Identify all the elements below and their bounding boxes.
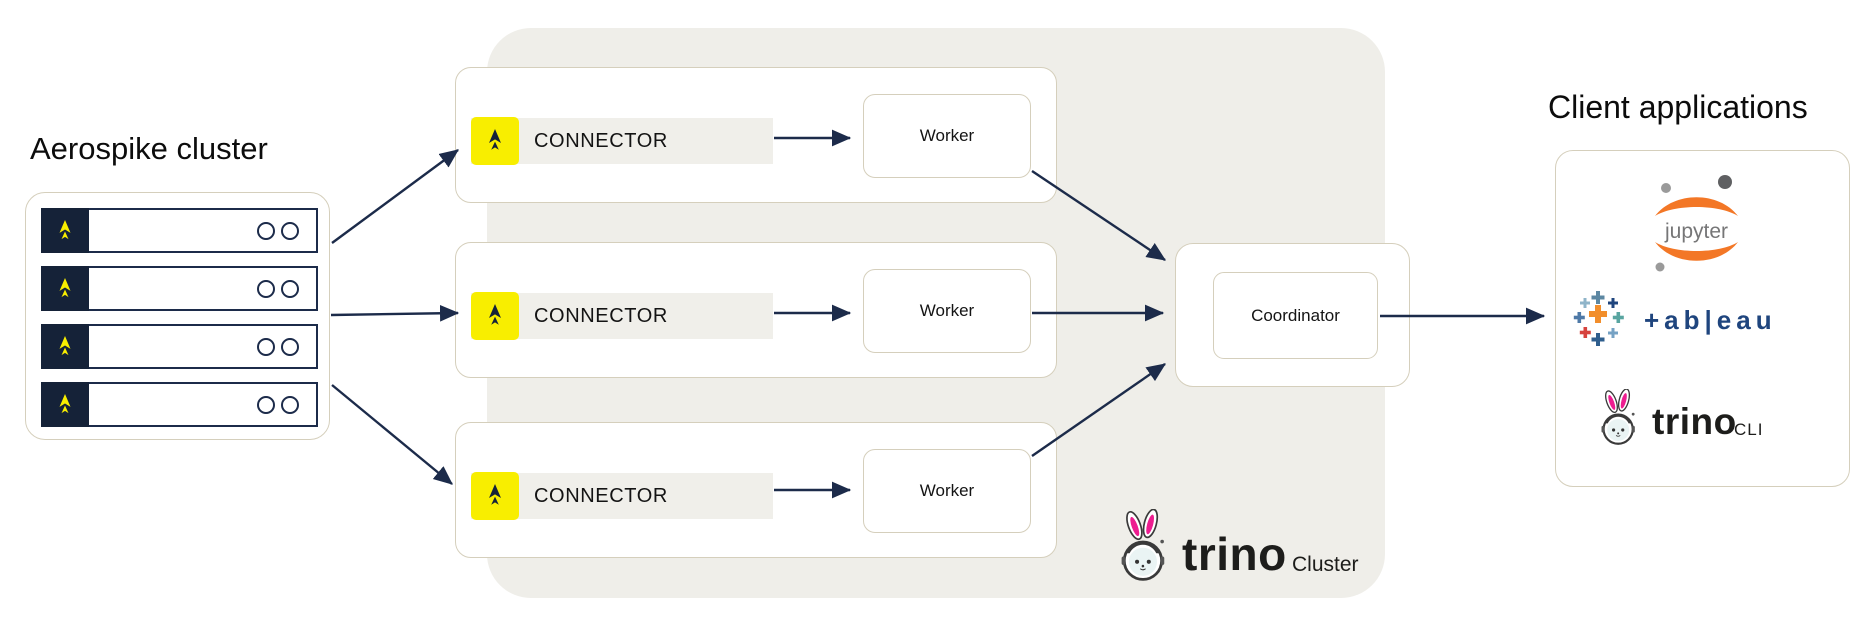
server-led-icon xyxy=(257,337,275,356)
server-led-icon xyxy=(281,337,299,356)
server-led-icon xyxy=(281,279,299,298)
trino-cli-wordmark: trino xyxy=(1652,401,1737,442)
trino-cli-logo: trino CLI xyxy=(1594,389,1824,464)
server-led-icon xyxy=(281,221,299,240)
coordinator-box: Coordinator xyxy=(1213,272,1378,359)
server-led-icon xyxy=(281,395,299,414)
trino-cluster-suffix: Cluster xyxy=(1292,553,1359,576)
coordinator-outer-box: Coordinator xyxy=(1175,243,1410,387)
server-led-icon xyxy=(257,395,275,414)
server-led-icon xyxy=(257,279,275,298)
connector-bar xyxy=(471,473,773,519)
connector-bar xyxy=(471,118,773,164)
tableau-wordmark: +ab|eau xyxy=(1644,305,1777,335)
clients-panel-title: Client applications xyxy=(1548,89,1808,125)
aerospike-rocket-icon xyxy=(471,117,519,165)
aerospike-cluster-box xyxy=(25,192,330,440)
aerospike-rocket-icon xyxy=(471,472,519,520)
tableau-sparkle-icon xyxy=(1573,291,1624,346)
aerospike-rocket-icon xyxy=(471,292,519,340)
client-applications-box: jupyter +ab|eau xyxy=(1555,150,1850,487)
worker-box: Worker xyxy=(863,269,1031,353)
aerospike-rocket-icon xyxy=(41,208,89,253)
connector-label: CONNECTOR xyxy=(534,484,668,507)
connector-label: CONNECTOR xyxy=(534,129,668,152)
trino-wordmark: trino xyxy=(1182,528,1287,580)
connector-row: CONNECTOR Worker xyxy=(455,67,1057,203)
aerospike-panel-title: Aerospike cluster xyxy=(30,131,268,166)
connector-label: CONNECTOR xyxy=(534,304,668,327)
aerospike-rocket-icon xyxy=(41,382,89,427)
jupyter-logo-icon: jupyter xyxy=(1649,171,1744,276)
connector-bar xyxy=(471,293,773,339)
aerospike-server-node xyxy=(41,266,318,311)
aerospike-server-node xyxy=(41,324,318,369)
aerospike-server-node xyxy=(41,382,318,427)
server-led-icon xyxy=(257,221,275,240)
jupyter-label: jupyter xyxy=(1664,220,1728,243)
connector-row: CONNECTOR Worker xyxy=(455,242,1057,378)
trino-bunny-icon xyxy=(1112,508,1178,591)
aerospike-rocket-icon xyxy=(41,266,89,311)
worker-box: Worker xyxy=(863,449,1031,533)
worker-box: Worker xyxy=(863,94,1031,178)
aerospike-rocket-icon xyxy=(41,324,89,369)
trino-cli-suffix: CLI xyxy=(1734,420,1764,439)
aerospike-server-node xyxy=(41,208,318,253)
trino-bunny-icon xyxy=(1601,389,1635,445)
tableau-logo: +ab|eau xyxy=(1568,285,1828,355)
connector-row: CONNECTOR Worker xyxy=(455,422,1057,558)
